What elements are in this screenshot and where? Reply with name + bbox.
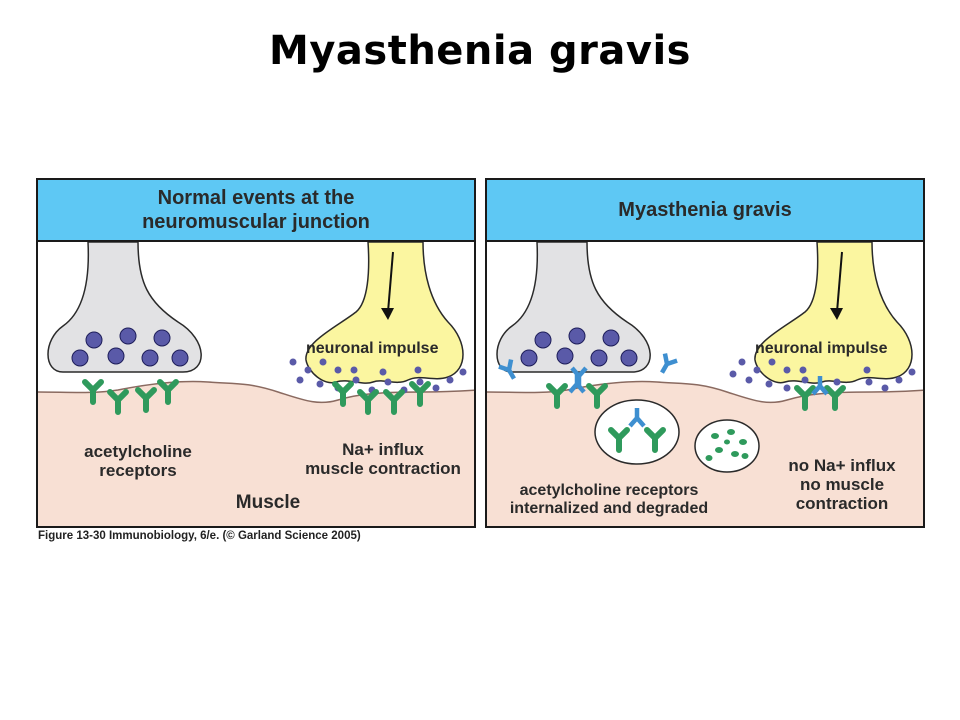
normal-junction-header-text: Normal events at the neuromuscular junct… [142,187,370,233]
acetylcholine-receptors-label: acetylcholine receptors [84,442,192,481]
figure-caption: Figure 13-30 Immunobiology, 6/e. (© Garl… [38,530,361,542]
vesicle-icon [520,327,638,367]
degradation-vesicle [694,419,760,473]
normal-junction-panel: Normal events at the neuromuscular junct… [36,178,476,528]
myasthenia-header: Myasthenia gravis [487,180,923,242]
myasthenia-impulse-label: neuronal impulse [755,340,888,357]
normal-impulse-label: neuronal impulse [306,340,439,357]
normal-junction-illustration [38,242,474,528]
released-ach-dots [729,358,916,392]
arrow-down-icon [830,251,843,320]
internalized-receptors-label: acetylcholine receptors internalized and… [509,482,709,517]
internalized-vesicle [594,399,680,465]
myasthenia-illustration [487,242,923,473]
slide-title: Myasthenia gravis [269,28,691,74]
vesicle-icon [71,327,189,367]
normal-junction-header: Normal events at the neuromuscular junct… [38,180,474,242]
muscle-label: Muscle [235,492,301,513]
arrow-down-icon [381,251,394,320]
no-na-influx-label: no Na+ influx no muscle contraction [788,456,896,514]
na-influx-label: Na+ influx muscle contraction [305,440,461,479]
myasthenia-header-text: Myasthenia gravis [618,199,792,221]
myasthenia-panel: Myasthenia gravis [485,178,925,528]
